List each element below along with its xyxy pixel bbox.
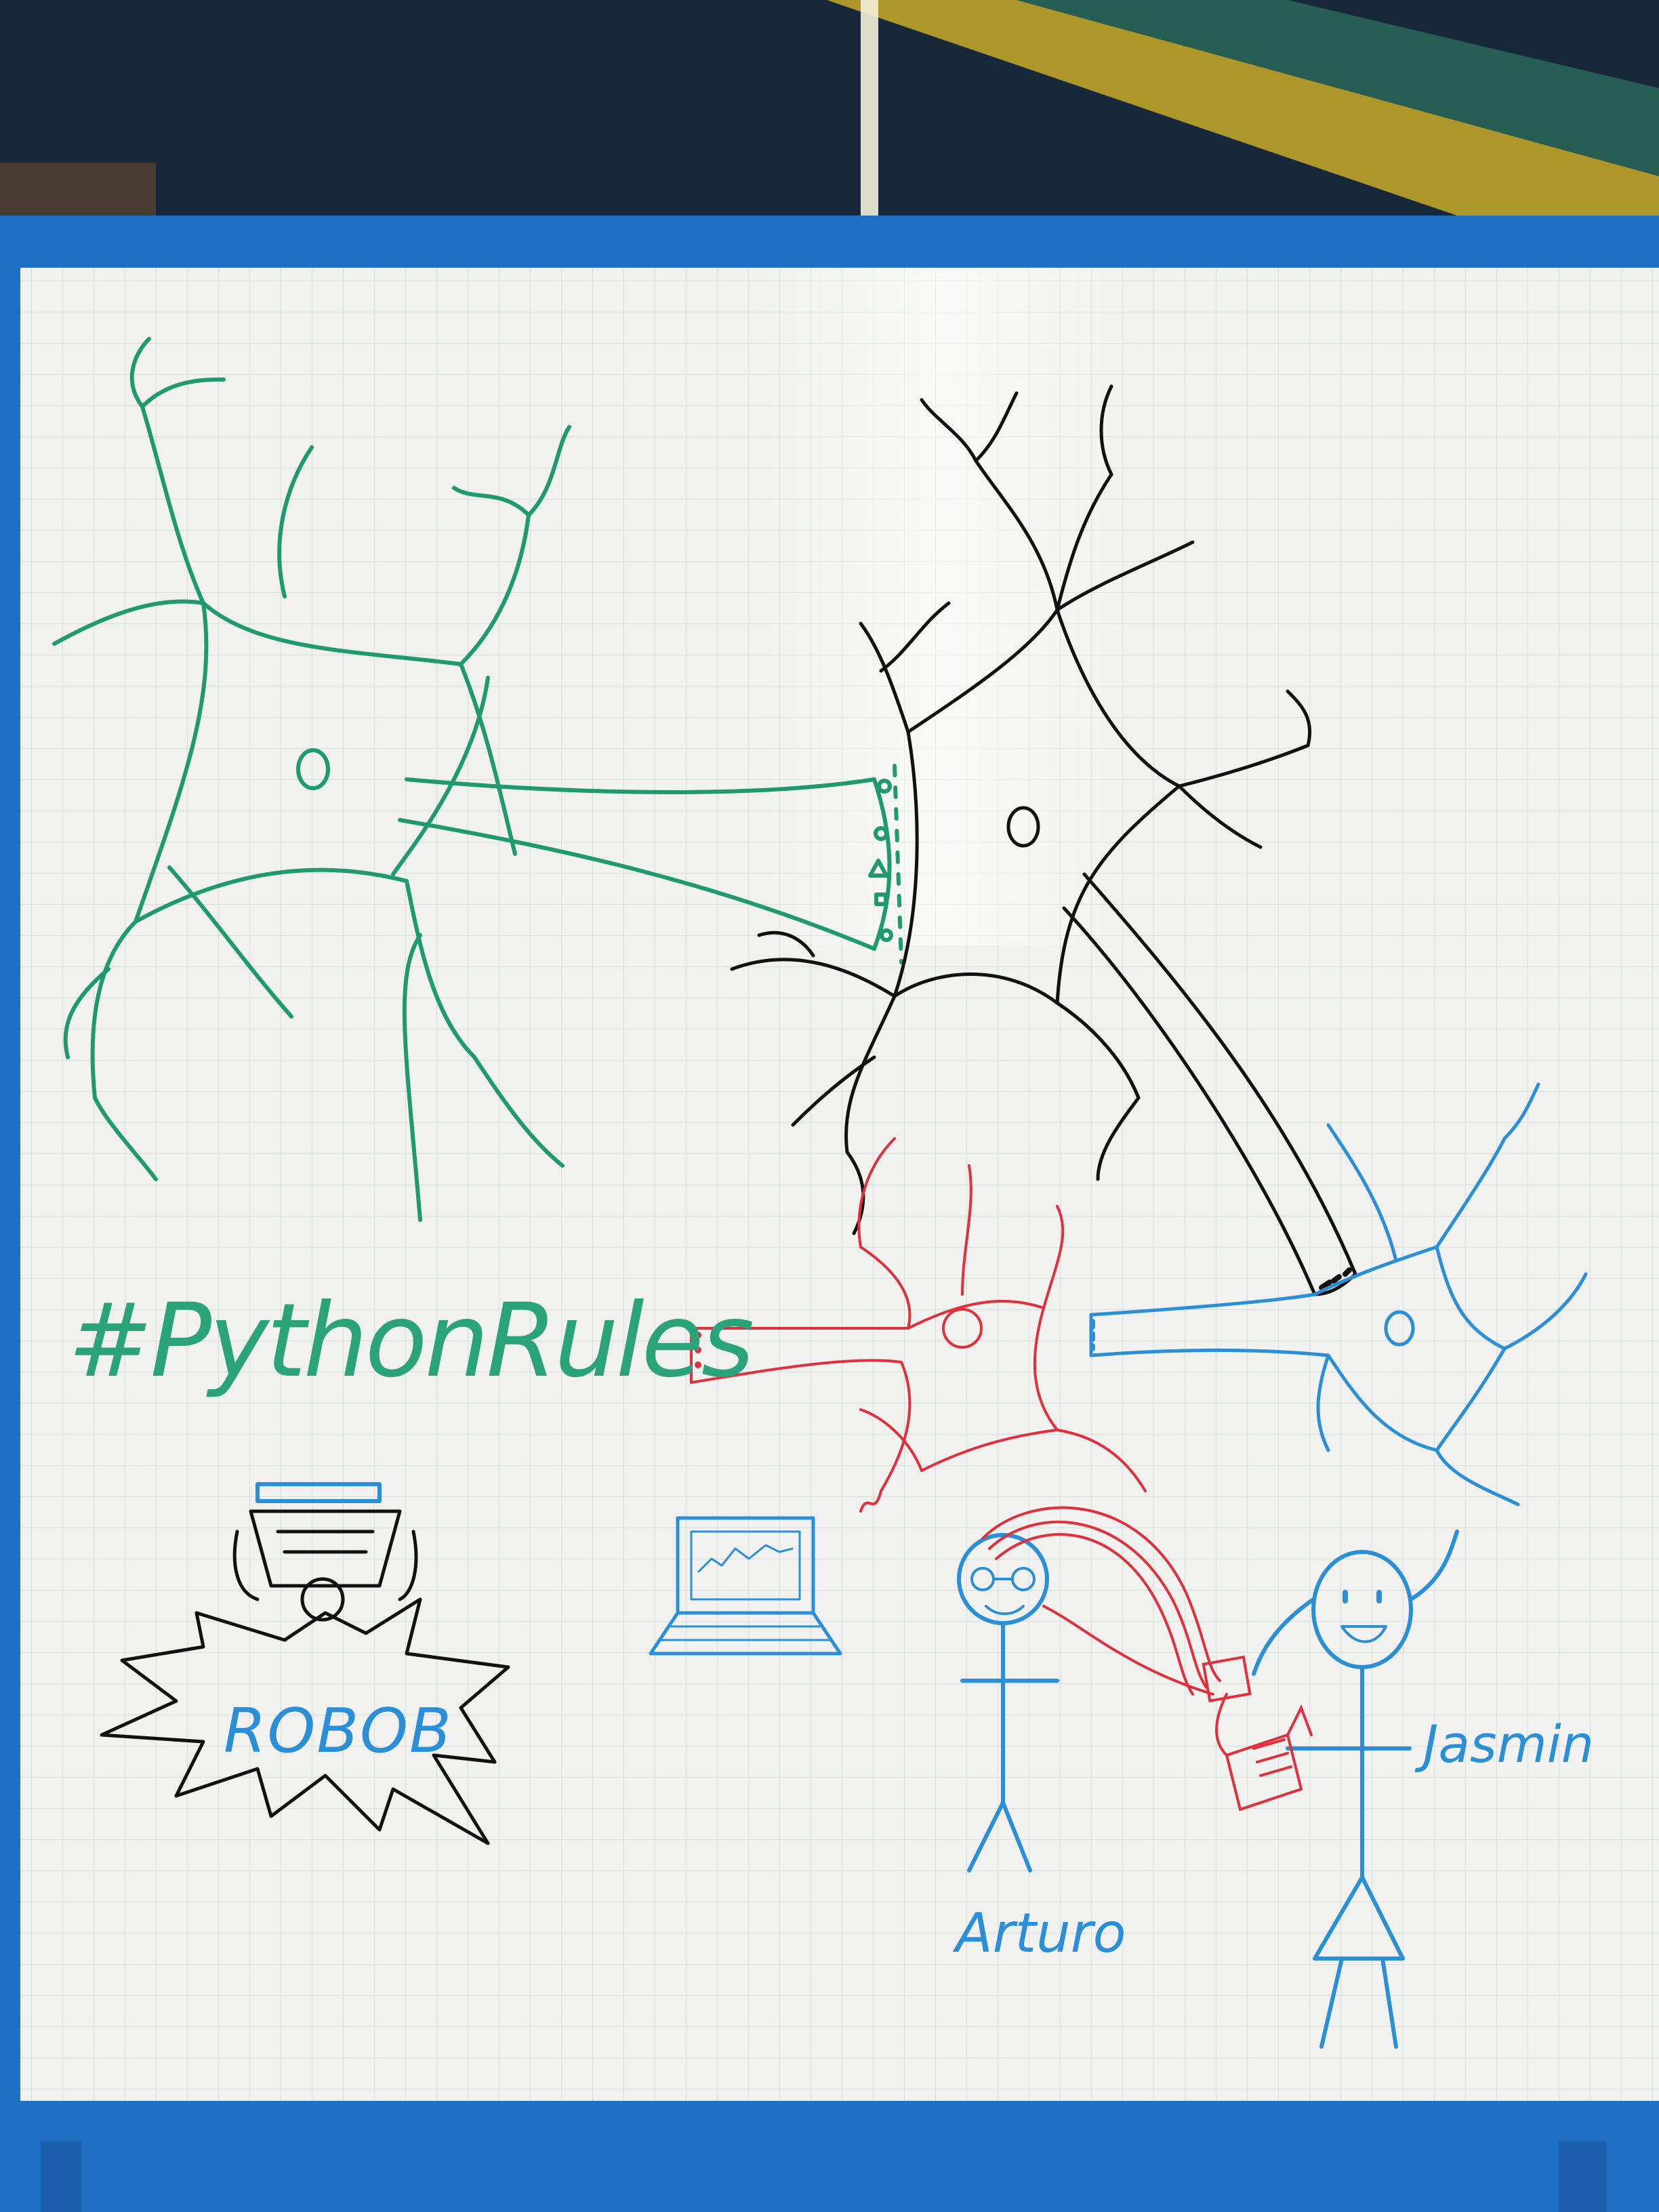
wall-panel-left: [0, 163, 156, 224]
red-neuron-drawing: [690, 1137, 1147, 1513]
background-stripe-yellow: [827, 0, 1659, 285]
jasmin-name-label: Jasmin: [1414, 1714, 1594, 1774]
black-neuron-drawing: [730, 384, 1357, 1296]
hashtag-text: #PythonRules: [68, 1282, 752, 1400]
laptop-drawing: [649, 1516, 842, 1656]
arturo-name-label: Arturo: [952, 1902, 1126, 1965]
ceiling-light-reflection: [861, 0, 878, 224]
frame-bottom-leg-left: [41, 2142, 81, 2212]
connection-wires-drawing: [981, 1506, 1313, 1811]
robot-label-text: ROBOB: [224, 1696, 453, 1767]
blue-neuron-drawing: [1089, 1082, 1588, 1507]
jasmin-figure-drawing: [1252, 1530, 1459, 2049]
green-neuron-drawing: [52, 337, 903, 1222]
frame-bottom-leg-right: [1559, 2142, 1606, 2212]
board-glare: [759, 268, 1139, 945]
robot-drawing: [100, 1482, 510, 1845]
arturo-figure-drawing: [957, 1533, 1059, 1872]
background-stripe-green: [1017, 0, 1659, 176]
